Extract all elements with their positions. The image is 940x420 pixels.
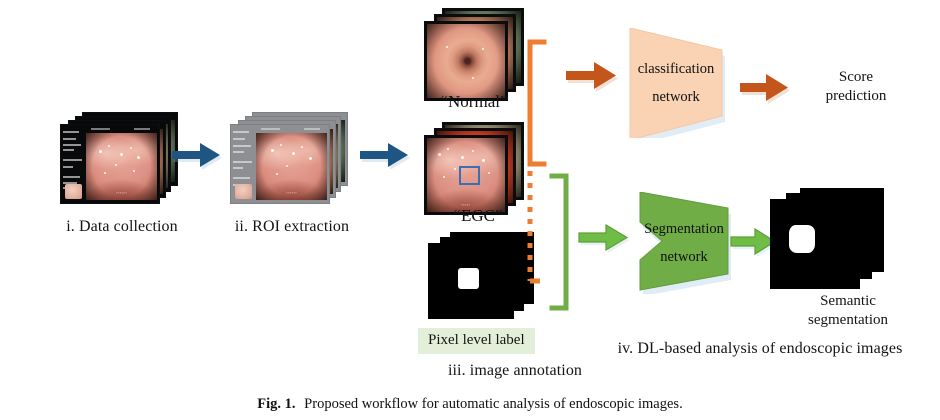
endoscope-overlay-text: ▪▪▪▪▪ <box>461 201 471 207</box>
figure-caption-number: Fig. 1. <box>257 396 296 412</box>
thumbnail-chip <box>234 183 252 200</box>
figure-caption-text: Proposed workflow for automatic analysis… <box>304 396 683 412</box>
stage-label-image-annotation: iii. image annotation <box>447 362 583 379</box>
class-label-normal: “Normal” <box>440 92 508 111</box>
class-label-egc: “EGC” <box>453 206 503 225</box>
data-collection-image-stack: ▪▪▪▪▪▪ <box>60 112 180 204</box>
vignette <box>256 132 328 200</box>
score-prediction-line1: Score <box>838 69 874 85</box>
seg-mask-sheet-front <box>770 199 860 289</box>
vignette <box>86 132 158 200</box>
stage-label-dl-analysis: iv. DL-based analysis of endoscopic imag… <box>617 340 903 357</box>
egc-class-image-stack: ▪▪▪▪▪ <box>424 122 534 218</box>
arrow-data-collection-to-roi <box>172 143 222 170</box>
classification-network-line1: classification <box>637 60 715 77</box>
classification-network-line2: network <box>652 89 700 105</box>
figure-caption: Fig. 1. Proposed workflow for automatic … <box>0 396 940 413</box>
segmentation-network-label: Segmentation network <box>644 215 724 272</box>
egc-sheet-front: ▪▪▪▪▪ <box>424 135 508 215</box>
pixel-label-mask-stack <box>428 232 538 322</box>
arrow-to-segmentation-network <box>578 223 630 254</box>
score-prediction-line2: prediction <box>825 88 887 105</box>
vignette <box>427 138 505 212</box>
endoscopic-egc-frame: ▪▪▪▪▪ <box>427 138 505 212</box>
semantic-segmentation-line2: segmentation <box>808 312 888 329</box>
roi-annotation-box <box>458 166 481 186</box>
seg-mask-lesion-region <box>789 224 815 253</box>
thumbnail-chip <box>64 183 82 200</box>
stage-label-roi-extraction: ii. ROI extraction <box>234 218 350 235</box>
normal-sheet-front <box>424 21 508 101</box>
semantic-segmentation-mask-stack <box>770 188 886 294</box>
vignette <box>427 24 505 98</box>
normal-class-image-stack <box>424 8 534 104</box>
bracket-classification-branch <box>524 38 550 288</box>
arrow-roi-to-annotation <box>360 143 410 170</box>
mask-lesion-region <box>457 268 480 290</box>
roi-sheet-front: ▪▪▪▪▪▪ <box>230 124 330 204</box>
mask-sheet-front <box>428 243 514 319</box>
viewer-topbar <box>86 125 159 133</box>
segmentation-network-line1: Segmentation <box>644 220 724 237</box>
score-prediction-label: Score prediction <box>786 68 926 106</box>
arrow-to-score-prediction <box>740 74 790 104</box>
pixel-level-label-text: Pixel level label <box>418 328 535 354</box>
endoscope-overlay-text: ▪▪▪▪▪▪ <box>286 190 298 196</box>
stage-label-data-collection: i. Data collection <box>66 218 178 235</box>
endoscopic-lumen-frame <box>427 24 505 98</box>
segmentation-network-line2: network <box>660 249 708 265</box>
data-collection-sheet-front: ▪▪▪▪▪▪ <box>60 124 160 204</box>
classification-network-shape: classification network <box>626 28 726 138</box>
bracket-segmentation-branch <box>548 172 576 312</box>
classification-network-label: classification network <box>638 55 715 112</box>
endoscopic-frame: ▪▪▪▪▪▪ <box>86 132 158 200</box>
segmentation-network-shape: Segmentation network <box>636 192 732 294</box>
semantic-segmentation-line1: Semantic <box>820 293 876 309</box>
arrow-to-semantic-segmentation <box>730 227 778 258</box>
roi-extraction-image-stack: ▪▪▪▪▪▪ <box>230 112 350 204</box>
endoscopic-roi-frame: ▪▪▪▪▪▪ <box>256 132 328 200</box>
endoscope-overlay-text: ▪▪▪▪▪▪ <box>116 190 128 196</box>
semantic-segmentation-label: Semantic segmentation <box>778 292 918 330</box>
viewer-topbar <box>256 125 329 133</box>
arrow-to-classification-network <box>566 62 618 92</box>
